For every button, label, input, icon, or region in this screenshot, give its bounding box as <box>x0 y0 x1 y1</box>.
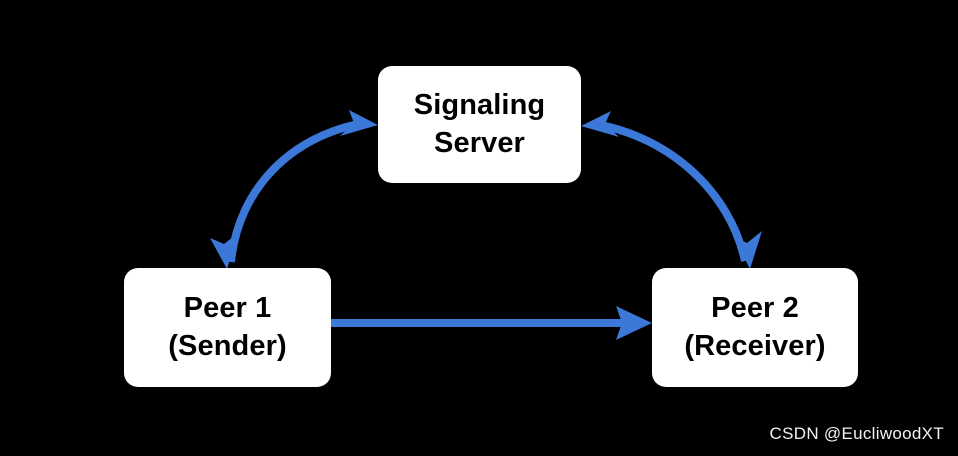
arrowhead-to-peer-1 <box>210 232 239 269</box>
edge-signaling-peer2 <box>581 111 762 269</box>
node-signaling-server-line1: Signaling <box>413 89 546 122</box>
watermark: CSDN @EucliwoodXT <box>769 424 944 443</box>
edge-signaling-peer2-path <box>594 120 749 262</box>
edge-peer1-signaling-path <box>227 119 365 263</box>
node-peer-2-line1: Peer 2 <box>711 292 799 325</box>
node-peer-2: Peer 2 (Receiver) <box>652 268 858 387</box>
node-peer-1: Peer 1 (Sender) <box>124 268 331 387</box>
arrowhead-to-peer-2-direct <box>616 306 652 340</box>
arrowhead-to-signaling-server <box>340 110 378 136</box>
node-peer-1-line1: Peer 1 <box>183 292 272 325</box>
node-peer-2-line2: (Receiver) <box>684 329 826 362</box>
edge-peer1-signaling <box>210 110 378 269</box>
node-peer-1-line2: (Sender) <box>168 329 287 362</box>
edge-peer1-peer2 <box>331 306 652 340</box>
arrowhead-to-peer-2 <box>733 231 762 269</box>
node-signaling-server: Signaling Server <box>378 66 581 183</box>
arrowhead-to-signaling-server-right <box>581 111 619 137</box>
node-signaling-server-line2: Server <box>434 126 525 159</box>
